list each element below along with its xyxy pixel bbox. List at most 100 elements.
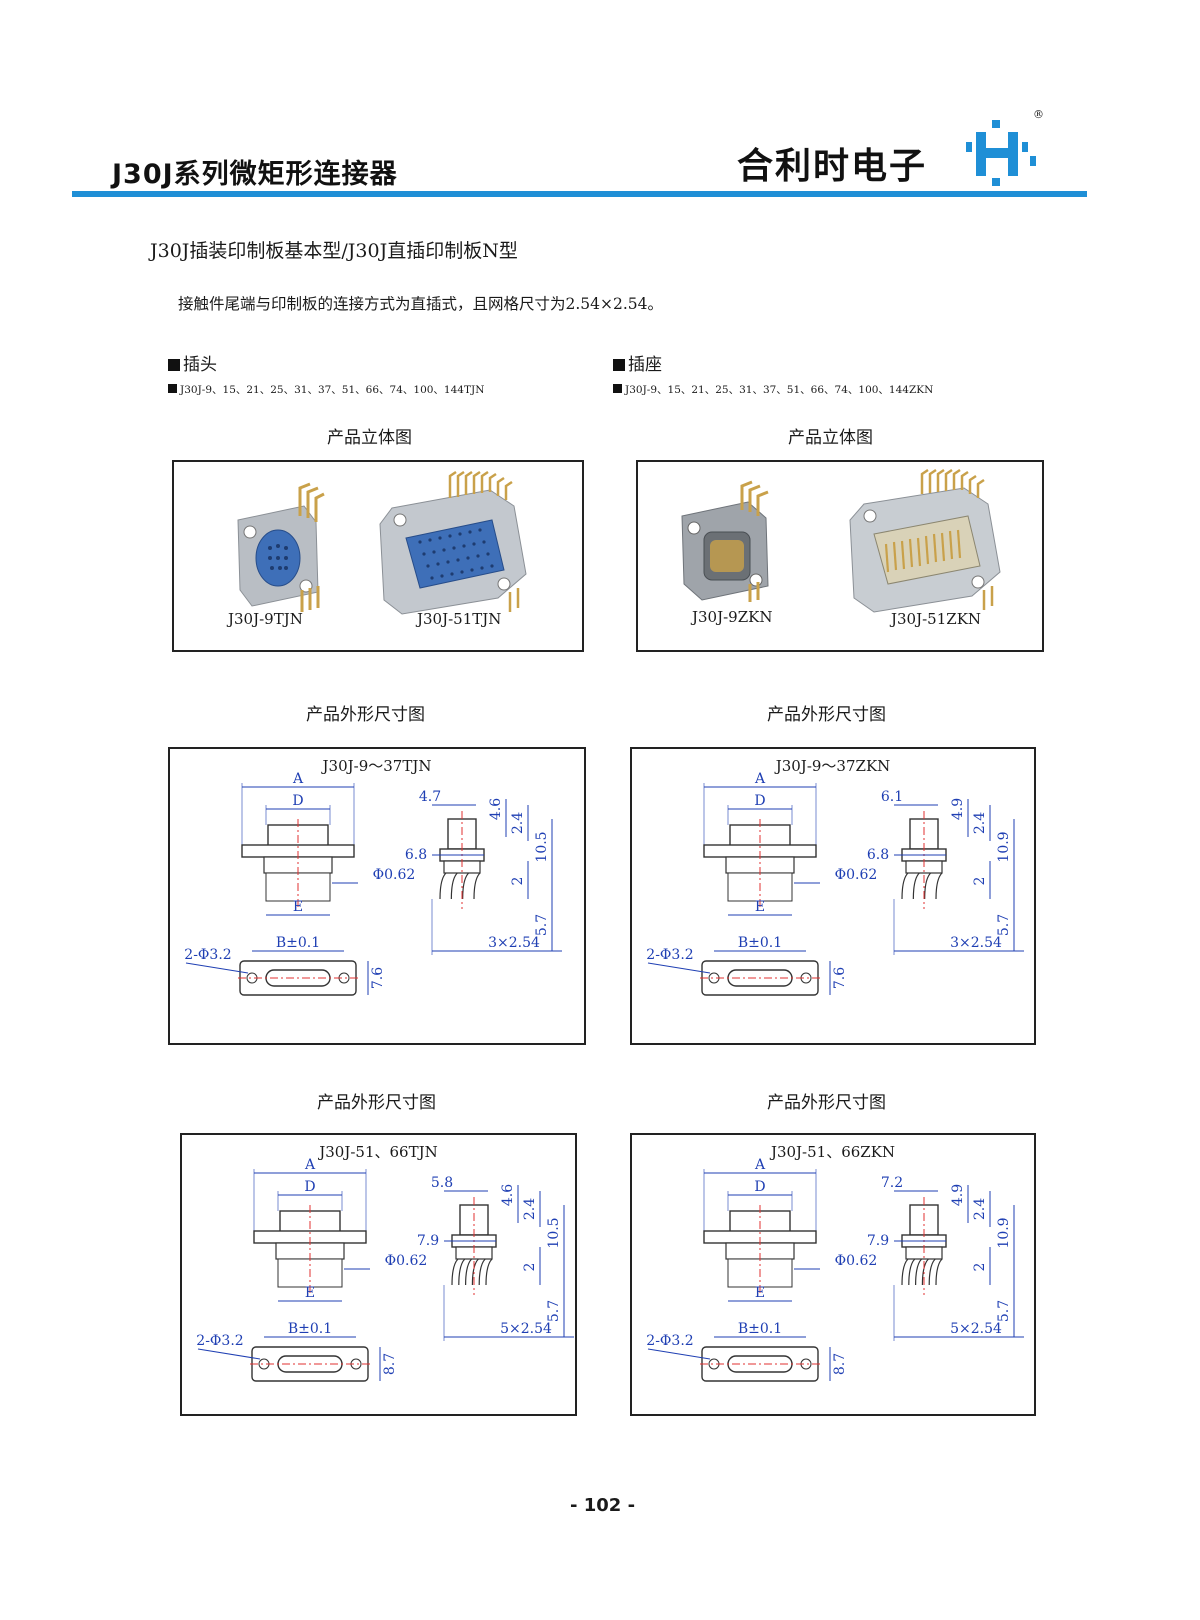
dim-label-pin: Φ0.62 <box>835 867 878 883</box>
side-pin <box>901 1258 909 1286</box>
dim-label-a: A <box>292 771 304 787</box>
side-view: 7.27.94.92.410.925.75×2.54 <box>867 1175 1024 1341</box>
side-view: 4.76.84.62.410.525.73×2.54 <box>405 789 562 955</box>
socket-photo-caption: 产品立体图 <box>788 428 873 448</box>
plug-9-illustration <box>237 482 325 612</box>
dim-label-pitch: 5×2.54 <box>500 1321 552 1337</box>
dim-label-e: E <box>293 899 303 915</box>
dim-label-h1: 7.2 <box>881 1175 903 1191</box>
bottom-view: B±0.12-Φ3.27.6 <box>646 935 848 996</box>
plug-label-text: 插头 <box>183 355 217 375</box>
dim-label-flange-h: 7.6 <box>832 967 848 989</box>
side-pin <box>465 1258 473 1286</box>
dim-label-e: E <box>305 1285 315 1301</box>
dimension-drawing: ADEΦ0.62B±0.12-Φ3.27.64.76.84.62.410.525… <box>184 771 562 996</box>
dim-label-pitch: 3×2.54 <box>488 935 540 951</box>
dim-label-hole: 2-Φ3.2 <box>646 1333 693 1349</box>
dim-label-v3: 10.9 <box>996 1217 1012 1248</box>
bullet-square-icon <box>613 384 622 393</box>
dim-label-d: D <box>754 793 765 809</box>
side-pin <box>921 1258 929 1286</box>
company-name: 合利时电子 <box>737 146 928 187</box>
dim-label-b: B±0.1 <box>288 1321 332 1337</box>
dim-label-h2: 6.8 <box>405 847 427 863</box>
bullet-square-icon <box>168 359 180 371</box>
plug-51-illustration <box>379 470 527 615</box>
dim-label-pitch: 3×2.54 <box>950 935 1002 951</box>
dim-label-v5: 5.7 <box>996 914 1012 936</box>
dimension-drawing: ADEΦ0.62B±0.12-Φ3.27.66.16.84.92.410.925… <box>646 771 1024 996</box>
drawing-title: J30J-9～37ZKN <box>775 757 891 775</box>
side-pin <box>485 1258 493 1286</box>
side-pin <box>471 1258 479 1286</box>
dim-label-pin: Φ0.62 <box>835 1253 878 1269</box>
dim-label-v4: 2 <box>972 1263 988 1272</box>
drawing-title: J30J-51、66TJN <box>319 1143 438 1161</box>
dim-label-pin: Φ0.62 <box>385 1253 428 1269</box>
side-pin <box>935 872 943 900</box>
side-pin <box>924 872 932 900</box>
dim-label-v2: 2.4 <box>510 812 526 834</box>
dim-label-h1: 6.1 <box>881 789 903 805</box>
dim-label-v3: 10.5 <box>534 831 550 862</box>
page-number: - 102 - <box>570 1495 636 1516</box>
dim-label-b: B±0.1 <box>738 935 782 951</box>
dim-label-v1: 4.9 <box>950 1184 966 1206</box>
dim-label-flange-h: 8.7 <box>382 1353 398 1375</box>
side-pin <box>928 1258 936 1286</box>
side-pin <box>462 872 470 900</box>
dim-label-v4: 2 <box>510 877 526 886</box>
dim-label-v5: 5.7 <box>546 1300 562 1322</box>
dim-label-pin: Φ0.62 <box>373 867 416 883</box>
dim-label-a: A <box>754 1157 766 1173</box>
side-pin <box>458 1258 466 1286</box>
side-pin <box>451 1258 459 1286</box>
dim-label-flange-h: 8.7 <box>832 1353 848 1375</box>
socket-9-illustration <box>681 468 1001 613</box>
side-pin <box>473 872 481 900</box>
side-pin <box>439 872 447 900</box>
dim-label-h2: 6.8 <box>867 847 889 863</box>
drawing-title: J30J-9～37TJN <box>322 757 432 775</box>
description: 接触件尾端与印制板的连接方式为直插式，且网格尺寸为2.54×2.54。 <box>178 295 664 313</box>
socket-51-illustration <box>849 468 1001 613</box>
dim-label-h1: 5.8 <box>431 1175 453 1191</box>
side-pin <box>912 872 920 900</box>
side-view: 6.16.84.92.410.925.73×2.54 <box>867 789 1024 955</box>
plug-series: J30J-9、15、21、25、31、37、51、66、74、100、144TJ… <box>168 382 484 397</box>
leader-hole <box>185 962 249 974</box>
socket-series: J30J-9、15、21、25、31、37、51、66、74、100、144ZK… <box>613 382 933 397</box>
plug-photo-caption: 产品立体图 <box>327 428 412 448</box>
bullet-square-icon <box>613 359 625 371</box>
dim-label-flange-h: 7.6 <box>370 967 386 989</box>
plug-photo-box: J30J-9TJN J30J-51TJN <box>172 460 584 652</box>
plug-label: 插头 <box>168 350 217 375</box>
drawing-caption-1: 产品外形尺寸图 <box>306 705 425 725</box>
dim-label-b: B±0.1 <box>276 935 320 951</box>
series-title: J30J系列微矩形连接器 <box>112 159 398 190</box>
dim-label-b: B±0.1 <box>738 1321 782 1337</box>
dimension-drawing: ADEΦ0.62B±0.12-Φ3.28.77.27.94.92.410.925… <box>646 1157 1024 1382</box>
socket-9-illustration <box>681 480 769 602</box>
drawing-caption-4: 产品外形尺寸图 <box>767 1093 886 1113</box>
dim-label-d: D <box>292 793 303 809</box>
front-view: AD E Φ0.62 <box>241 771 416 916</box>
dim-label-h2: 7.9 <box>417 1233 439 1249</box>
socket-model-51: J30J-51ZKN <box>891 610 982 628</box>
dim-label-h2: 7.9 <box>867 1233 889 1249</box>
side-pin <box>901 872 909 900</box>
dim-label-v1: 4.6 <box>488 798 504 820</box>
h-logo-icon <box>966 120 1036 186</box>
dim-label-v5: 5.7 <box>996 1300 1012 1322</box>
dim-label-e: E <box>755 1285 765 1301</box>
section-title: J30J插装印制板基本型/J30J直插印制板N型 <box>150 240 518 262</box>
plug-model-9: J30J-9TJN <box>228 610 303 628</box>
dimension-drawing: ADEΦ0.62B±0.12-Φ3.28.75.87.94.62.410.525… <box>196 1157 574 1382</box>
